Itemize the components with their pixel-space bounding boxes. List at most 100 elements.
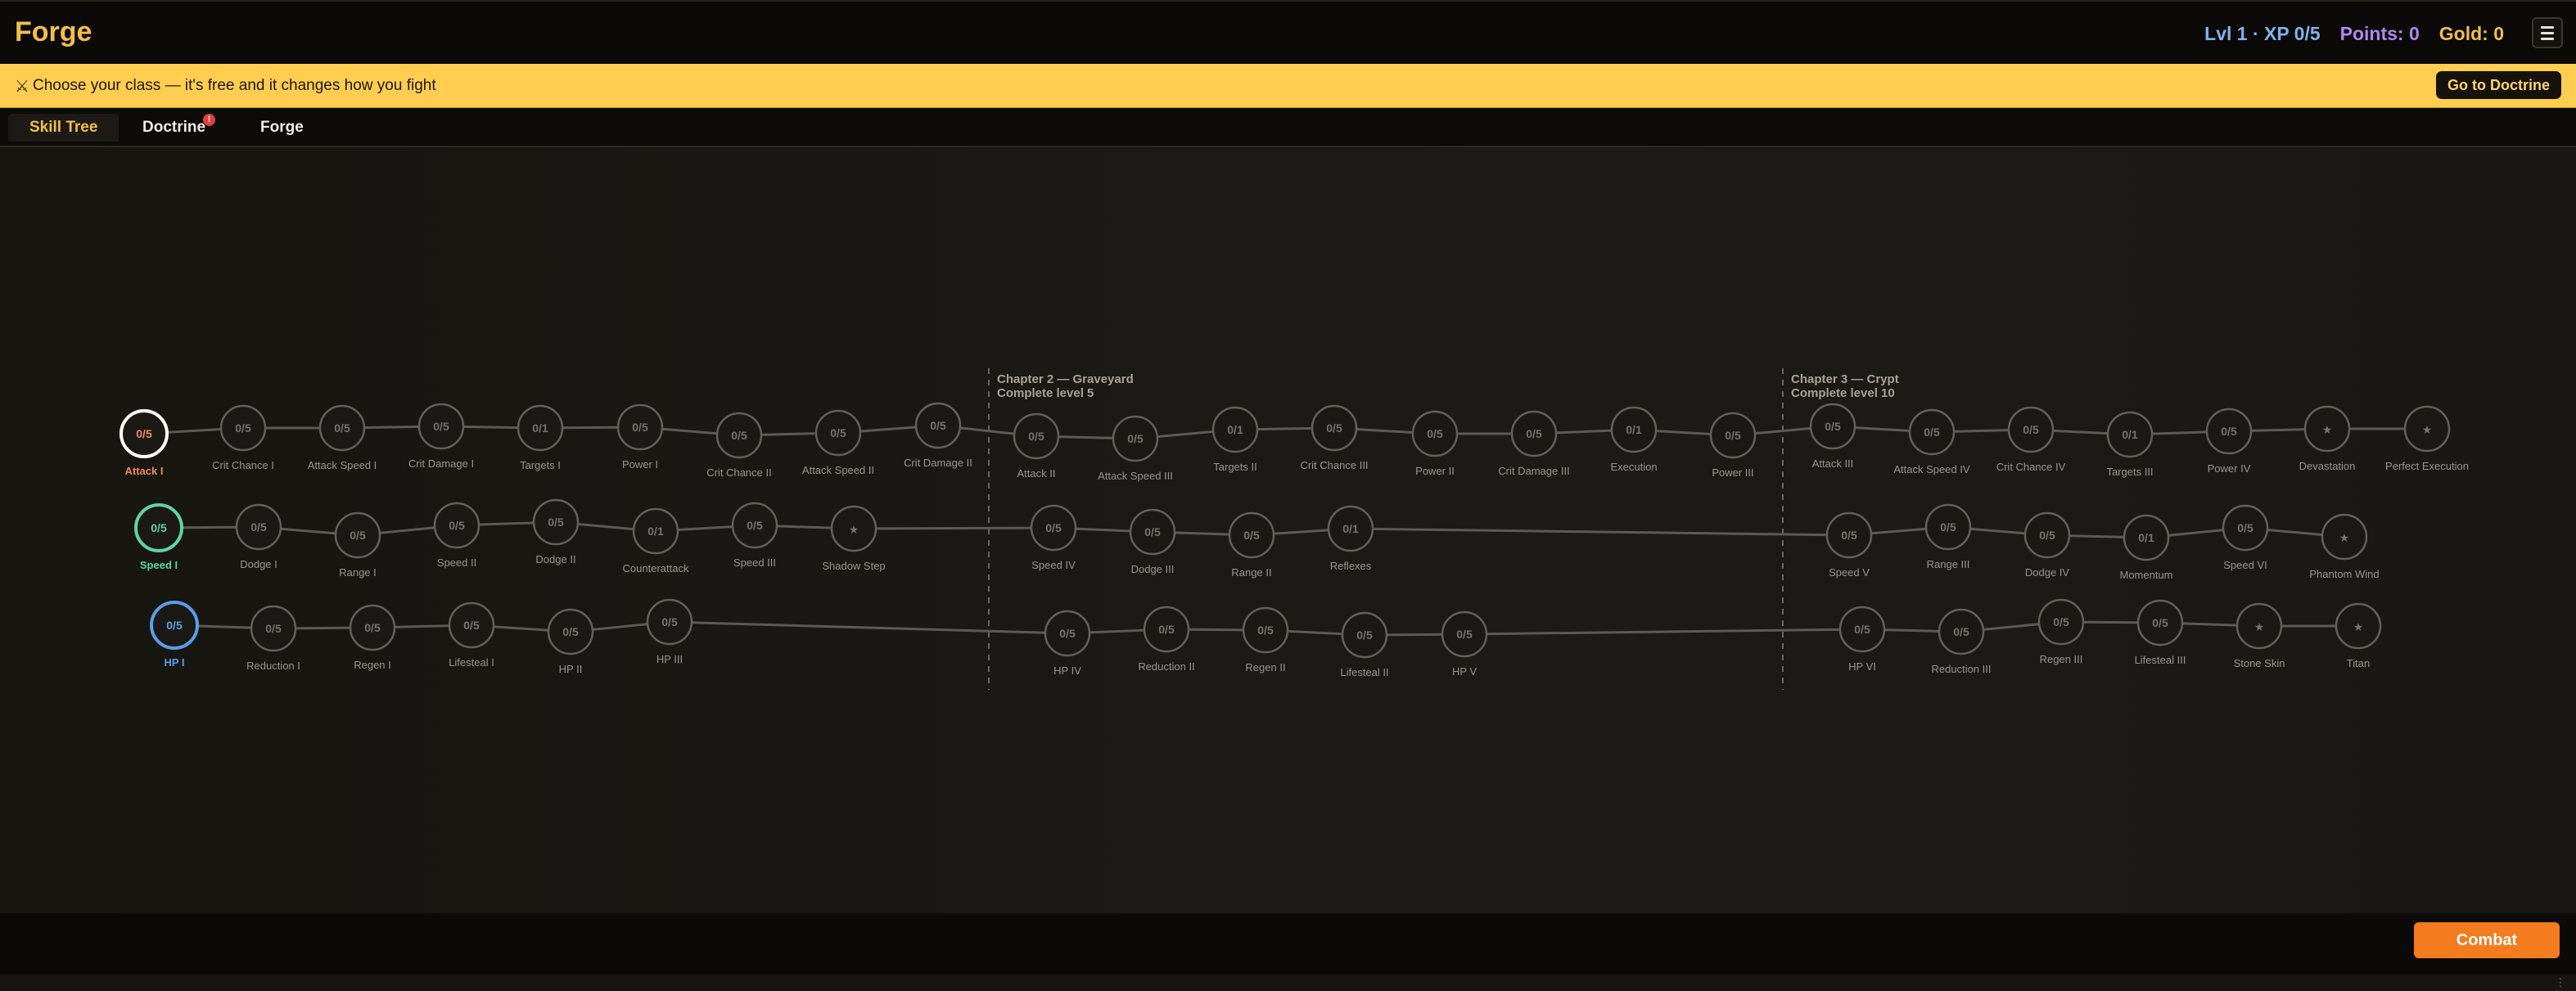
skill-node-level: 0/5: [1841, 529, 1857, 542]
combat-button[interactable]: Combat: [2414, 922, 2560, 958]
skill-node-ring: [646, 598, 693, 646]
app-header: Forge Lvl 1 · XP 0/5 Points: 0 Gold: 0: [0, 0, 2576, 64]
skill-node-hp-ii[interactable]: 0/5HP II: [547, 608, 594, 675]
skill-node-ring: [731, 502, 778, 549]
skill-node-label: Crit Damage III: [1498, 465, 1569, 477]
skill-node-level: 0/5: [151, 521, 167, 534]
skill-node-ring: [1908, 408, 1956, 456]
skill-node-hp-iv[interactable]: 0/5HP IV: [1044, 610, 1091, 677]
skill-node-level: 0/5: [1854, 623, 1870, 636]
skill-node-stone-skin[interactable]: ★Stone Skin: [2234, 602, 2285, 669]
skill-node-label: Speed I: [140, 559, 178, 571]
skill-node-label: Range III: [1927, 558, 1970, 570]
skill-node-ring: [2023, 511, 2071, 559]
skill-node-perfect-execution[interactable]: ★Perfect Execution: [2385, 405, 2469, 472]
tab-skill-tree[interactable]: Skill Tree: [8, 114, 120, 142]
skill-node-label: Regen III: [2040, 653, 2083, 665]
skill-node-devastation[interactable]: ★Devastation: [2299, 405, 2356, 472]
skill-node-ring: [2303, 405, 2351, 453]
skill-node-level: 0/5: [632, 421, 648, 434]
skill-node-label: Counterattack: [623, 562, 689, 574]
resize-handle-icon[interactable]: ⋮: [2555, 975, 2566, 989]
skill-node-level: 0/5: [1456, 628, 1473, 641]
skill-node-hp-vi[interactable]: 0/5HP VI: [1838, 606, 1886, 673]
skill-node-ring: [517, 404, 564, 452]
skill-node-level: 0/1: [1227, 423, 1243, 436]
tab-doctrine[interactable]: Doctrine !: [121, 114, 227, 142]
skill-node-hp-v[interactable]: 0/5HP V: [1441, 610, 1488, 678]
go-to-doctrine-button[interactable]: Go to Doctrine: [2436, 71, 2561, 99]
skill-node-label: Targets II: [1213, 461, 1256, 473]
skill-node-level: 0/5: [250, 520, 267, 534]
skill-node-label: Attack Speed III: [1098, 470, 1173, 482]
skill-node-label: Titan: [2347, 657, 2370, 669]
skill-node-titan[interactable]: ★Titan: [2335, 602, 2382, 669]
skill-node-level: 0/1: [1342, 522, 1359, 535]
skill-node-ring: [1610, 406, 1658, 453]
skill-node-ring: [448, 601, 495, 649]
hamburger-menu-icon[interactable]: [2532, 17, 2563, 48]
skill-node-hp-iii[interactable]: 0/5HP III: [646, 598, 693, 665]
skill-node-ring: [417, 403, 465, 450]
skill-node-ring: [2335, 602, 2382, 650]
skill-node-phantom-wind[interactable]: ★Phantom Wind: [2309, 513, 2380, 580]
skill-node-level: 0/5: [235, 421, 251, 435]
skill-node-hp-i[interactable]: 0/5HP I: [150, 601, 199, 669]
skill-node-ring: [2106, 411, 2154, 458]
skill-node-level: 0/5: [2039, 529, 2055, 542]
skill-node-level: 0/1: [647, 525, 664, 538]
tab-forge[interactable]: Forge: [260, 119, 304, 136]
skill-node-shadow-step[interactable]: ★Shadow Step: [822, 505, 886, 572]
skill-node-label: Crit Chance IV: [1996, 461, 2066, 473]
skill-node-label: Regen I: [354, 659, 391, 671]
skill-node-ring: [1411, 410, 1459, 457]
